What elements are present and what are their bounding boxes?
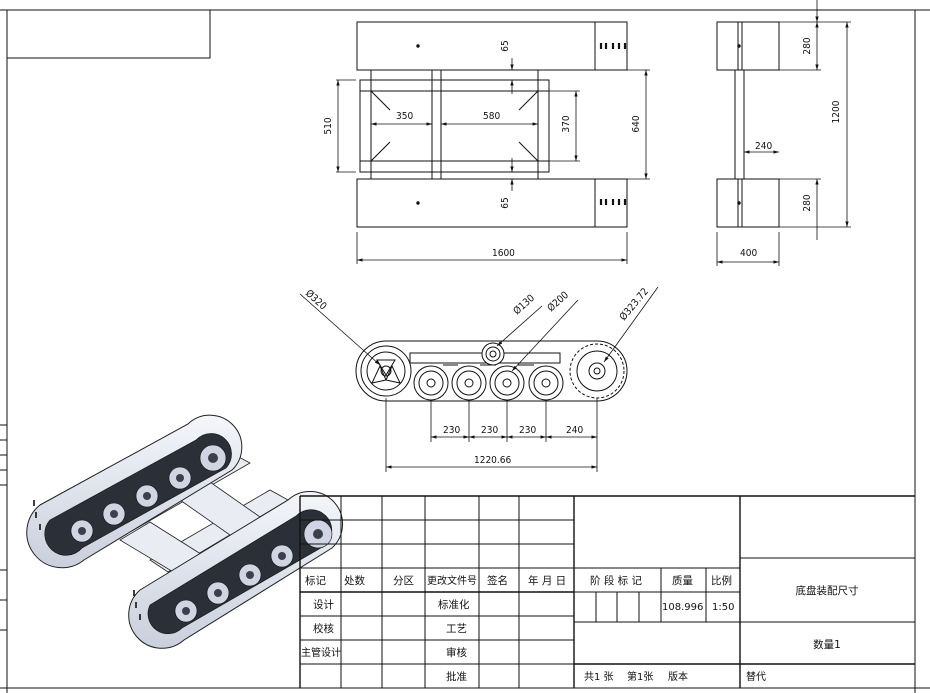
side-view-dimensions <box>716 0 851 266</box>
stage-label: 阶 段 标 记 <box>590 574 643 587</box>
hdr-zone: 分区 <box>393 575 414 587</box>
mass-value: 108.996 <box>662 602 703 613</box>
title-block-text: 标记 处数 分区 更改文件号 签名 年 月 日 设计 校核 主管设计 标准化 工… <box>301 574 859 683</box>
scale-label: 比例 <box>711 574 732 587</box>
dim-230-c: 230 <box>519 425 536 436</box>
dim-240-front: 240 <box>566 425 583 436</box>
dim-240-side: 240 <box>755 141 772 152</box>
side-view <box>716 21 780 228</box>
track-right <box>128 490 344 649</box>
role-process: 工艺 <box>446 623 467 635</box>
hdr-mark: 标记 <box>305 575 326 587</box>
dim-230-b: 230 <box>481 425 498 436</box>
sheet-border <box>0 9 930 693</box>
hdr-date: 年 月 日 <box>528 574 566 587</box>
version-label: 版本 <box>668 670 688 683</box>
dim-580: 580 <box>483 111 500 122</box>
replace-label: 替代 <box>746 670 766 683</box>
dim-280-top: 280 <box>802 37 813 54</box>
scale-value: 1:50 <box>712 602 734 613</box>
role-design: 设计 <box>313 598 334 611</box>
role-standard: 标准化 <box>438 598 470 611</box>
top-view-dimensions <box>336 58 650 264</box>
title-block <box>299 495 915 688</box>
role-check: 校核 <box>313 622 334 635</box>
mass-label: 质量 <box>672 575 693 587</box>
dim-510: 510 <box>323 117 334 134</box>
role-chief: 主管设计 <box>301 646 341 659</box>
hdr-change-doc: 更改文件号 <box>427 574 477 587</box>
quantity: 数量1 <box>813 638 841 651</box>
hdr-signature: 签名 <box>487 574 508 587</box>
role-review: 审核 <box>446 646 467 659</box>
dim-1220: 1220.66 <box>474 455 511 466</box>
dim-640: 640 <box>631 115 642 132</box>
isometric-chassis <box>26 414 344 649</box>
dim-65-top: 65 <box>500 40 511 51</box>
dim-370: 370 <box>561 115 572 132</box>
dim-65-bottom: 65 <box>500 197 511 208</box>
sheet-total: 共1 张 <box>584 671 614 683</box>
track-left <box>26 414 243 569</box>
top-view <box>356 21 628 228</box>
dim-280-bottom: 280 <box>802 194 813 211</box>
dim-230-a: 230 <box>443 425 460 436</box>
dim-dia-200: Ø200 <box>545 289 571 314</box>
dim-350: 350 <box>396 111 413 122</box>
role-approve: 批准 <box>446 670 467 683</box>
road-wheels <box>413 365 564 401</box>
drawing-title: 底盘装配尺寸 <box>796 584 859 597</box>
hdr-count: 处数 <box>344 574 365 587</box>
front-view <box>355 340 628 402</box>
sheet-number: 第1张 <box>627 670 653 683</box>
dim-1200: 1200 <box>831 100 842 123</box>
dim-1600: 1600 <box>492 248 515 259</box>
dim-400: 400 <box>740 248 757 259</box>
front-view-dimensions <box>299 286 659 472</box>
